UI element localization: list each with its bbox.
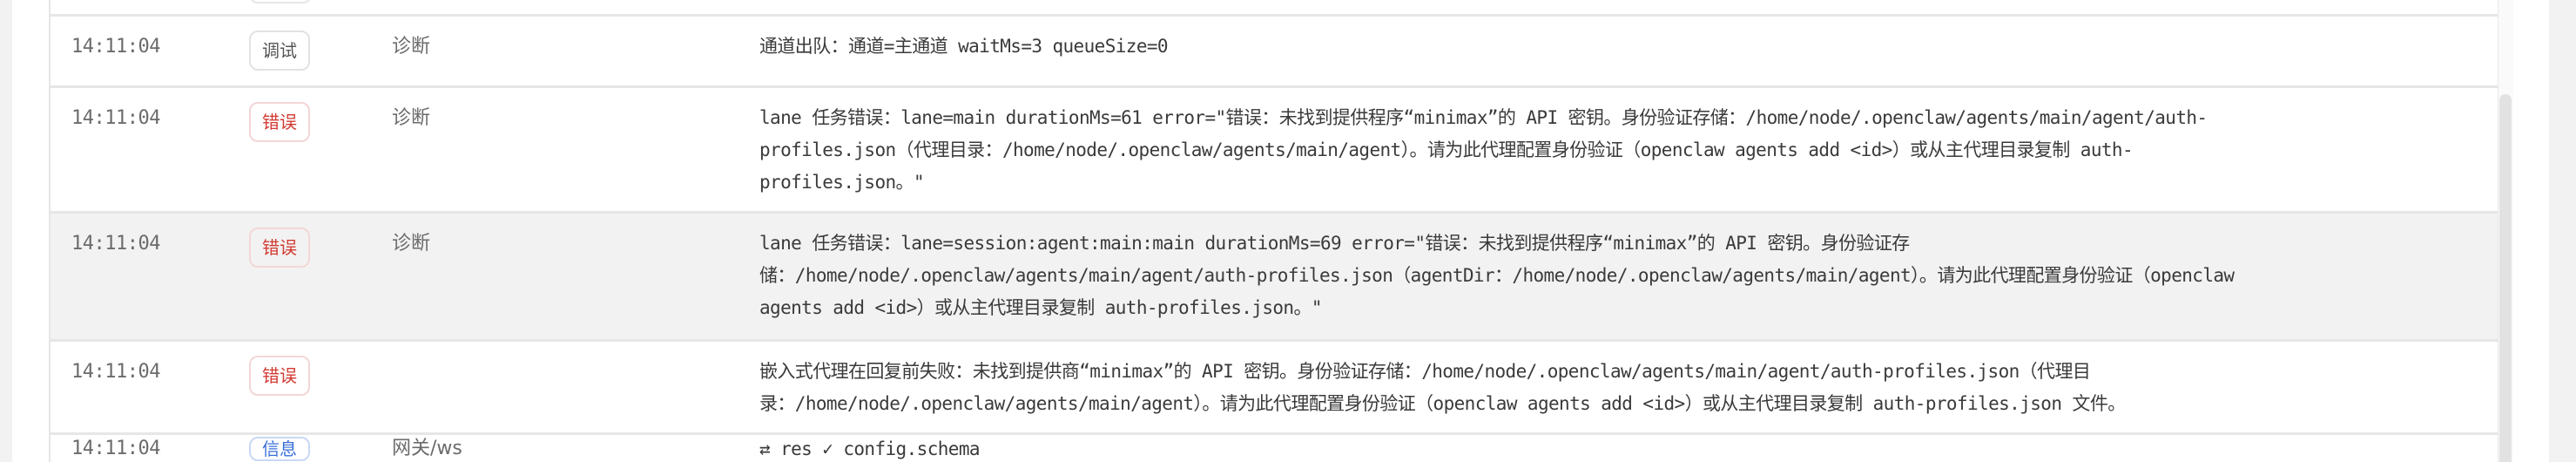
- message-line: agents add <id>）或从主代理目录复制 auth-profiles.…: [759, 297, 1323, 318]
- log-time: 14:11:04: [71, 36, 160, 58]
- level-badge: 调试: [249, 31, 310, 71]
- table-row[interactable]: 14:11:04 调试 诊断 通道出队：通道=主通道 waitMs=3 queu…: [51, 17, 2499, 88]
- log-message: 通道出队：通道=主通道 waitMs=3 queueSize=0: [759, 31, 2466, 63]
- log-message: lane 任务错误：lane=main durationMs=61 error=…: [759, 102, 2466, 199]
- log-table: 14:11:04 调试 诊断 通道出队：通道=主通道 waitMs=3 queu…: [49, 0, 2499, 462]
- message-line: profiles.json（代理目录：/home/node/.openclaw/…: [759, 139, 2134, 160]
- log-message: 嵌入式代理在回复前失败：未找到提供商“minimax”的 API 密钥。身份验证…: [759, 356, 2466, 420]
- log-time: 14:11:04: [71, 107, 160, 129]
- log-time: 14:11:04: [71, 438, 160, 459]
- message-line: lane 任务错误：lane=session:agent:main:main d…: [759, 233, 1910, 254]
- log-message: lane 任务错误：lane=session:agent:main:main d…: [759, 228, 2466, 324]
- log-panel: 14:11:04 调试 诊断 通道出队：通道=主通道 waitMs=3 queu…: [12, 0, 2549, 462]
- level-badge: 信息: [249, 437, 310, 461]
- log-category: 诊断: [392, 233, 431, 255]
- log-category: 诊断: [392, 107, 431, 129]
- message-line: lane 任务错误：lane=main durationMs=61 error=…: [759, 107, 2208, 128]
- message-line: 嵌入式代理在回复前失败：未找到提供商“minimax”的 API 密钥。身份验证…: [759, 361, 2091, 382]
- log-category: 诊断: [392, 36, 431, 58]
- level-badge: 错误: [249, 356, 310, 396]
- message-line: 通道出队：通道=主通道 waitMs=3 queueSize=0: [759, 36, 1169, 57]
- message-line: profiles.json。": [759, 172, 925, 193]
- message-line: 储：/home/node/.openclaw/agents/main/agent…: [759, 265, 2235, 286]
- table-row-previous: [51, 0, 2499, 17]
- level-badge: [249, 0, 312, 3]
- log-time: 14:11:04: [71, 361, 160, 383]
- level-badge: 错误: [249, 102, 310, 142]
- table-row[interactable]: 14:11:04 信息 网关/ws ⇄ res ✓ config.schema: [51, 435, 2499, 462]
- message-line: ⇄ res ✓ config.schema: [759, 438, 981, 459]
- message-line: 录：/home/node/.openclaw/agents/main/agent…: [759, 393, 2126, 414]
- log-message: ⇄ res ✓ config.schema: [759, 438, 2466, 460]
- scrollbar-thumb[interactable]: [2499, 94, 2512, 462]
- log-time: 14:11:04: [71, 233, 160, 255]
- level-badge: 错误: [249, 228, 310, 268]
- table-row[interactable]: 14:11:04 错误 嵌入式代理在回复前失败：未找到提供商“minimax”的…: [51, 342, 2499, 435]
- table-row[interactable]: 14:11:04 错误 诊断 lane 任务错误：lane=main durat…: [51, 88, 2499, 214]
- table-row[interactable]: 14:11:04 错误 诊断 lane 任务错误：lane=session:ag…: [51, 214, 2499, 342]
- log-category: 网关/ws: [392, 438, 462, 459]
